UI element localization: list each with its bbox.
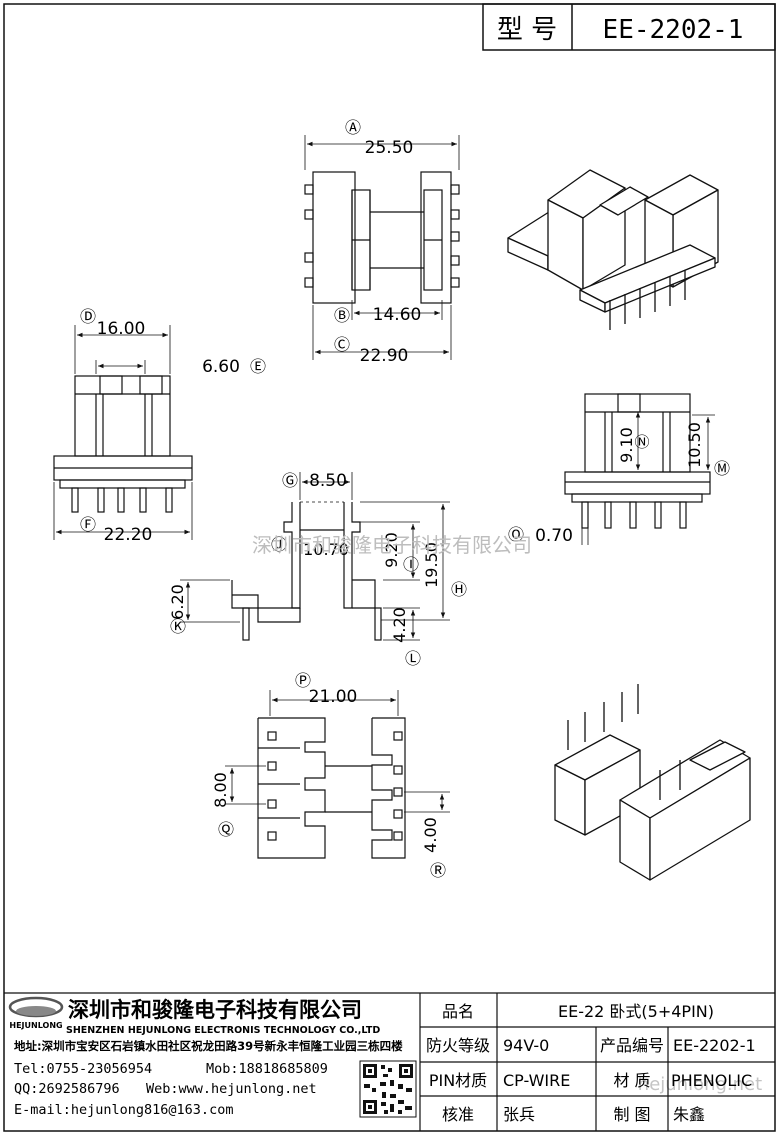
marker-i: Ⓘ [403,555,419,574]
spec-code-value: EE-2202-1 [673,1036,756,1055]
qr-code [359,1060,417,1118]
spec-fire-value: 94V-0 [503,1036,549,1055]
dim-l: 4.20 [390,607,409,643]
iso-view-bottom [554,684,751,881]
marker-c: Ⓒ [334,335,350,354]
dim-n: 9.10 [617,427,636,463]
marker-k: Ⓚ [170,617,186,636]
spec-check-value: 张兵 [503,1105,535,1124]
side-section-view [180,472,450,641]
spec-draw-label: 制 图 [613,1105,650,1124]
company-email: E-mail:hejunlong816@163.com [14,1102,233,1118]
company-logo: HEJUNLONG [8,996,64,1030]
marker-h: Ⓗ [451,580,467,599]
marker-b: Ⓑ [334,306,350,325]
dim-o: 0.70 [535,526,573,546]
marker-j: Ⓙ [271,535,287,554]
dim-p: 21.00 [309,687,358,707]
model-header: 型 号 EE-2202-1 [482,3,776,51]
marker-q: Ⓠ [218,820,234,839]
spec-material-label: 材 质 [613,1071,650,1090]
top-view [304,135,460,360]
watermark-url: hejunlong.net [638,1074,762,1095]
spec-pin-label: PIN材质 [429,1071,487,1090]
dim-b: 14.60 [373,305,422,325]
spec-material-value: PHENOLIC [671,1071,752,1090]
marker-r: Ⓡ [430,861,446,880]
dim-h: 19.50 [422,542,441,588]
dim-i: 9.20 [382,532,401,568]
dim-c: 22.90 [360,346,409,366]
spec-name-value: EE-22 卧式(5+4PIN) [558,1002,714,1021]
marker-n: Ⓝ [634,433,649,451]
dim-g: 8.50 [309,471,347,491]
marker-d: Ⓓ [80,307,96,326]
front-view [53,325,193,540]
model-value: EE-2202-1 [603,15,744,45]
dim-e: 6.60 [202,357,240,377]
marker-l: Ⓛ [405,649,421,668]
dim-q: 8.00 [211,772,230,808]
dim-a: 25.50 [365,138,414,158]
company-web: Web:www.hejunlong.net [146,1081,317,1097]
dim-m: 10.50 [685,422,704,468]
dim-r: 4.00 [421,817,440,853]
marker-e: Ⓔ [250,357,266,376]
spec-code-label: 产品编号 [600,1036,664,1055]
side-view-right [564,393,715,545]
dim-d: 16.00 [97,319,146,339]
company-name-cn: 深圳市和骏隆电子科技有限公司 [68,998,362,1022]
marker-p: Ⓟ [295,671,311,690]
marker-m: Ⓜ [714,459,730,478]
logo-text: HEJUNLONG [9,1021,62,1030]
dim-k: 6.20 [168,584,187,620]
title-block [4,992,775,1131]
marker-a: Ⓐ [345,118,361,137]
marker-g: Ⓖ [282,471,298,490]
spec-check-label: 核准 [442,1105,474,1124]
bottom-view [225,690,450,859]
company-address: 地址:深圳市宝安区石岩镇水田社区祝龙田路39号新永丰恒隆工业园三栋四楼 [14,1039,403,1053]
model-label: 型 号 [497,15,557,45]
company-name-en: SHENZHEN HEJUNLONG ELECTRONIS TECHNOLOGY… [66,1025,380,1036]
company-tel: Tel:0755-23056954 [14,1061,152,1077]
company-qq: QQ:2692586796 [14,1081,120,1097]
spec-fire-label: 防火等级 [426,1036,490,1055]
dim-f: 22.20 [104,525,153,545]
spec-draw-value: 朱鑫 [673,1105,705,1124]
iso-view-top [507,169,719,330]
company-mob: Mob:18818685809 [206,1061,328,1077]
outer-frame [3,3,776,1132]
dim-j: 10.70 [303,540,349,559]
marker-o: Ⓞ [508,525,524,544]
marker-f: Ⓕ [80,515,96,534]
watermark-cn: 深圳市和骏隆电子科技有限公司 [252,533,532,557]
spec-pin-value: CP-WIRE [503,1071,570,1090]
spec-name-label: 品名 [442,1002,474,1021]
